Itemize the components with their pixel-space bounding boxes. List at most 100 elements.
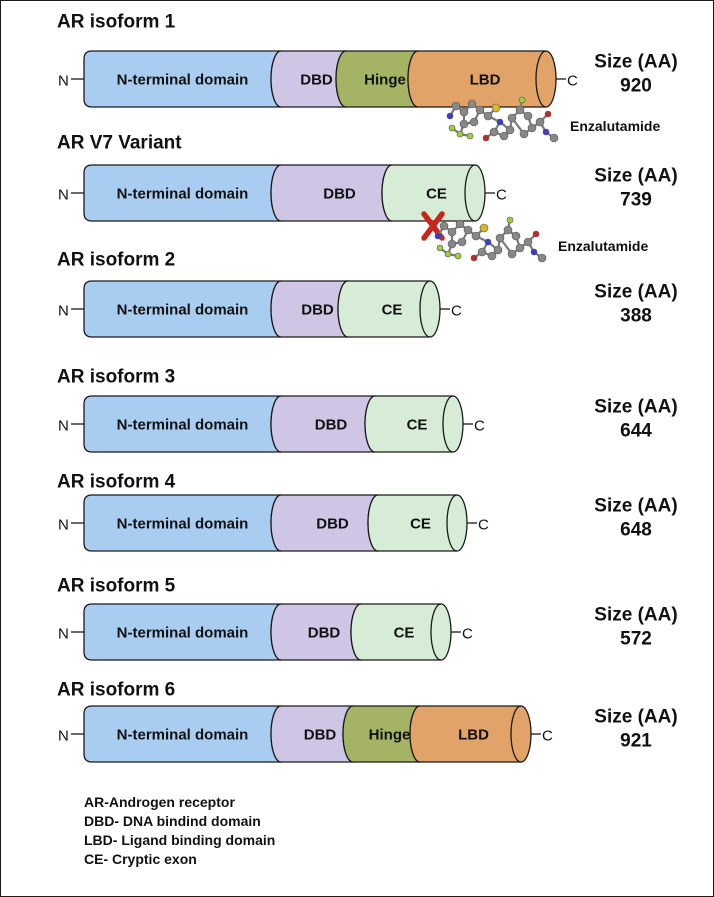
size-value: 921 (620, 731, 652, 752)
atom (499, 131, 509, 141)
c-terminus-label: C (451, 303, 462, 320)
n-terminus-label: N (58, 303, 69, 320)
c-terminus-label: C (474, 418, 485, 435)
ce-segment-edge (464, 164, 476, 222)
x-stroke (421, 211, 445, 241)
isoform-title: AR V7 Variant (57, 133, 182, 154)
n-terminus-label: N (58, 73, 69, 90)
drug-label: Enzalutamide (570, 118, 660, 134)
isoform-row: AR isoform 2 N N-terminal domain DBD CE C Size… (57, 250, 678, 338)
ce-label: CE (407, 417, 428, 434)
atom (463, 225, 473, 235)
atom (467, 99, 477, 109)
isoform-title: AR isoform 2 (57, 250, 175, 271)
lbd-segment-edge (510, 705, 522, 763)
atom (444, 250, 452, 258)
size-value: 739 (620, 190, 652, 211)
atom (471, 231, 481, 241)
atom (549, 133, 559, 143)
lbd-label: LBD (470, 72, 501, 89)
isoform-title: AR isoform 5 (57, 576, 176, 597)
size-heading: Size (AA) (594, 397, 677, 418)
enzalutamide-molecule-icon (434, 216, 547, 263)
atom (436, 244, 444, 252)
atom (493, 245, 503, 255)
atom (457, 237, 467, 247)
lbd-label: LBD (458, 727, 489, 744)
size-heading: Size (AA) (594, 496, 677, 517)
legend-item: LBD- Ligand binding domain (84, 832, 276, 848)
dbd-label: DBD (323, 186, 356, 203)
n-terminus-label: N (58, 728, 69, 745)
ce-segment-edge (442, 395, 454, 453)
size-heading: Size (AA) (594, 166, 677, 187)
ce-label: CE (410, 516, 431, 533)
atom (459, 119, 469, 129)
ce-label: CE (394, 625, 415, 642)
atom (507, 249, 517, 259)
atom (487, 251, 497, 261)
atom (523, 237, 533, 247)
legend-item: CE- Cryptic exon (84, 851, 197, 867)
atom (455, 219, 465, 229)
atom (482, 134, 490, 142)
ntd-label: N-terminal domain (117, 516, 249, 533)
size-value: 572 (620, 629, 652, 650)
atom (447, 227, 457, 237)
size-heading: Size (AA) (594, 605, 677, 626)
n-terminus-label: N (58, 517, 69, 534)
atom (530, 248, 538, 256)
dbd-label: DBD (304, 727, 337, 744)
atom (456, 130, 464, 138)
ntd-label: N-terminal domain (117, 417, 249, 434)
atom (439, 221, 449, 231)
atom (537, 253, 547, 263)
hinge-label: Hinge (364, 72, 406, 89)
isoform-title: AR isoform 3 (57, 367, 175, 388)
dbd-label: DBD (301, 302, 334, 319)
ce-label: CE (382, 302, 403, 319)
lbd-segment-edge (535, 50, 547, 108)
c-terminus-label: C (567, 73, 578, 90)
isoform-title: AR isoform 6 (57, 680, 175, 701)
abbreviation-legend: AR-Androgen receptor DBD- DNA bindind do… (84, 793, 275, 869)
ntd-label: N-terminal domain (117, 72, 249, 89)
size-heading: Size (AA) (594, 52, 677, 73)
atom (459, 107, 469, 117)
ntd-label: N-terminal domain (117, 302, 249, 319)
n-terminus-label: N (58, 187, 69, 204)
size-value: 388 (620, 306, 652, 327)
enzalutamide-molecule-icon (446, 96, 559, 143)
domain-bar: N-terminal domain DBD CE (83, 280, 441, 338)
legend-item: DBD- DNA bindind domain (84, 813, 261, 829)
c-terminus-label: C (462, 626, 473, 643)
ntd-label: N-terminal domain (117, 625, 249, 642)
atom (469, 117, 479, 127)
atom (451, 101, 461, 111)
atom (527, 123, 537, 133)
hinge-label: Hinge (369, 727, 411, 744)
ce-segment-edge (419, 280, 431, 338)
atom (515, 243, 525, 253)
atom (535, 117, 545, 127)
atom (466, 132, 474, 140)
atom (542, 128, 550, 136)
c-terminus-label: C (478, 517, 489, 534)
drug-label: Enzalutamide (558, 238, 648, 254)
isoform-row: AR isoform 4 N N-terminal domain DBD CE C Size… (57, 472, 678, 552)
size-heading: Size (AA) (594, 282, 677, 303)
n-terminus-label: N (58, 626, 69, 643)
atom (434, 232, 442, 240)
n-terminus-label: N (58, 418, 69, 435)
atom (448, 124, 456, 132)
dbd-label: DBD (316, 516, 349, 533)
atom (515, 105, 525, 115)
size-value: 920 (620, 76, 652, 97)
atom (496, 118, 504, 126)
isoform-title: AR isoform 4 (57, 472, 176, 493)
atom (489, 127, 499, 137)
